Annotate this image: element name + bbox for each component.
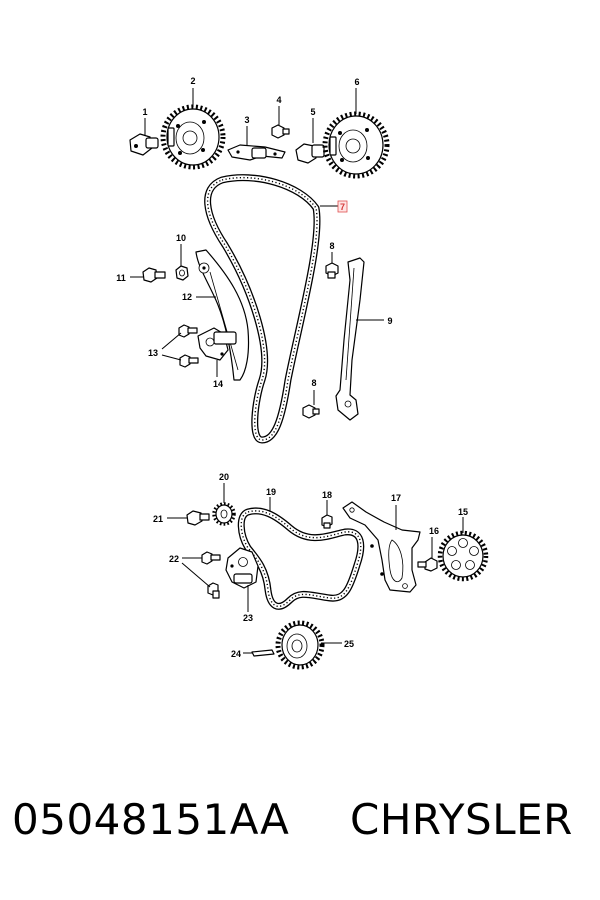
part-25-crank-sprocket <box>275 620 325 670</box>
callout-18: 18 <box>322 490 332 500</box>
part-11-bolt <box>142 267 166 283</box>
callout-14: 14 <box>213 379 223 389</box>
callout-2: 2 <box>190 76 195 86</box>
part-5-bolt <box>295 143 325 164</box>
part-18-bolt <box>321 514 333 529</box>
callout-11: 11 <box>116 273 126 283</box>
timing-chain-exploded-diagram: 1 2 3 4 5 6 7 8 8 9 10 11 12 13 14 15 16… <box>116 76 489 670</box>
callout-20: 20 <box>219 472 229 482</box>
callout-7-highlight <box>337 200 348 213</box>
part-13-bolts <box>178 324 199 368</box>
part-19-lower-chain <box>237 507 365 610</box>
part-3-bracket <box>227 144 286 161</box>
footer: 05048151AA CHRYSLER <box>0 795 600 865</box>
callout-12: 12 <box>182 292 192 302</box>
part-6-cam-phaser-right <box>322 111 390 179</box>
part-7-timing-chain <box>204 174 321 444</box>
part-2-cam-phaser-left <box>160 104 226 170</box>
part-22-bolts <box>201 551 221 599</box>
part-15-sprocket <box>437 530 489 582</box>
callout-16: 16 <box>429 526 439 536</box>
part-23-lower-tensioner <box>225 547 259 589</box>
part-16-bolt <box>417 557 438 572</box>
part-1-bolt <box>129 133 159 156</box>
part-number: 05048151AA <box>12 795 290 844</box>
callout-6: 6 <box>354 77 359 87</box>
callout-8-upper: 8 <box>329 241 334 251</box>
callout-9: 9 <box>387 316 392 326</box>
callout-4: 4 <box>276 95 281 105</box>
callout-13: 13 <box>148 348 158 358</box>
callout-8-lower: 8 <box>311 378 316 388</box>
callout-10: 10 <box>176 233 186 243</box>
callout-1: 1 <box>142 107 147 117</box>
part-20-sprocket <box>212 502 236 526</box>
part-24-key <box>251 649 275 657</box>
callout-24: 24 <box>231 649 241 659</box>
callout-15: 15 <box>458 507 468 517</box>
part-9-chain-guide <box>335 257 365 421</box>
part-8-bolt-lower <box>302 404 320 419</box>
brand-name: CHRYSLER <box>350 795 573 844</box>
part-4-bolt <box>271 124 290 139</box>
part-8-bolt-upper <box>325 262 339 279</box>
part-21-bolt <box>186 510 210 526</box>
part-14-hydraulic-tensioner <box>197 327 237 361</box>
callout-21: 21 <box>153 514 163 524</box>
part-17-guide-plate <box>342 501 421 593</box>
callout-17: 17 <box>391 493 401 503</box>
callout-25: 25 <box>344 639 354 649</box>
callout-23: 23 <box>243 613 253 623</box>
callout-labels: 1 2 3 4 5 6 7 8 8 9 10 11 12 13 14 15 16… <box>116 76 468 659</box>
callout-19: 19 <box>266 487 276 497</box>
part-10-washer <box>175 265 189 281</box>
callout-22: 22 <box>169 554 179 564</box>
callout-5: 5 <box>310 107 315 117</box>
callout-3: 3 <box>244 115 249 125</box>
callout-7: 7 <box>340 202 345 212</box>
part-12-tensioner-arm <box>195 249 250 381</box>
